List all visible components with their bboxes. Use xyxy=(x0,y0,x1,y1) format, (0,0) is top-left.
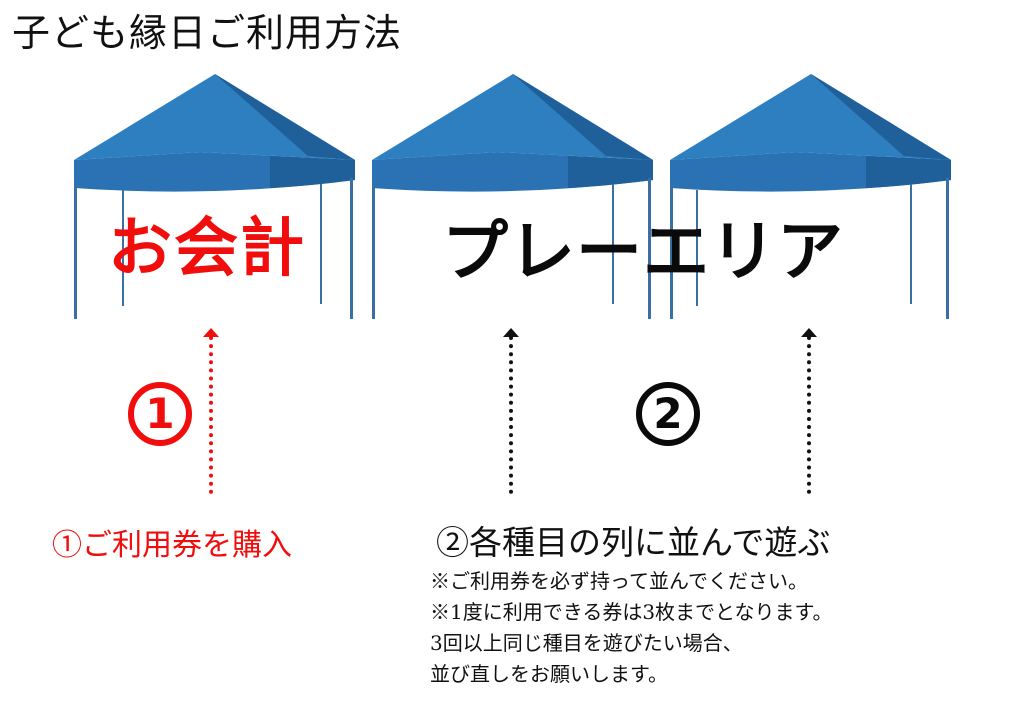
arrow-shaft xyxy=(509,336,513,494)
arrow-shaft xyxy=(807,336,811,494)
checkout-tent-label: お会計 xyxy=(108,212,306,286)
arrow-to-play-area-left xyxy=(503,328,519,494)
note-line: ※1度に利用できる券は3枚までとなります。 xyxy=(430,600,833,624)
step-1-caption: ①ご利用券を購入 xyxy=(52,528,292,563)
note-line: ※ご利用券を必ず持って並んでください。 xyxy=(430,569,808,593)
arrow-head-icon xyxy=(801,328,817,337)
arrow-head-icon xyxy=(503,328,519,337)
notes-block: ※ご利用券を必ず持って並んでください。 ※1度に利用できる券は3枚までとなります… xyxy=(430,566,832,690)
arrow-to-checkout xyxy=(203,328,219,494)
tent-canopy-3 xyxy=(670,74,951,319)
note-line: 並び直しをお願いします。 xyxy=(430,662,668,686)
note-line: 3回以上同じ種目を遊びたい場合、 xyxy=(430,631,743,655)
tent-canopy-1 xyxy=(74,74,355,319)
arrow-head-icon xyxy=(203,328,219,337)
play-area-tent-label: プレーエリア xyxy=(442,213,844,290)
arrow-to-play-area-right xyxy=(801,328,817,494)
arrow-shaft xyxy=(209,336,213,494)
step-2-caption: ②各種目の列に並んで遊ぶ xyxy=(436,523,831,562)
page-title: 子ども縁日ご利用方法 xyxy=(12,11,403,55)
step-2-number: 2 xyxy=(636,382,700,446)
step-1-number: 1 xyxy=(128,382,192,446)
tent-canopy-2 xyxy=(372,74,653,319)
